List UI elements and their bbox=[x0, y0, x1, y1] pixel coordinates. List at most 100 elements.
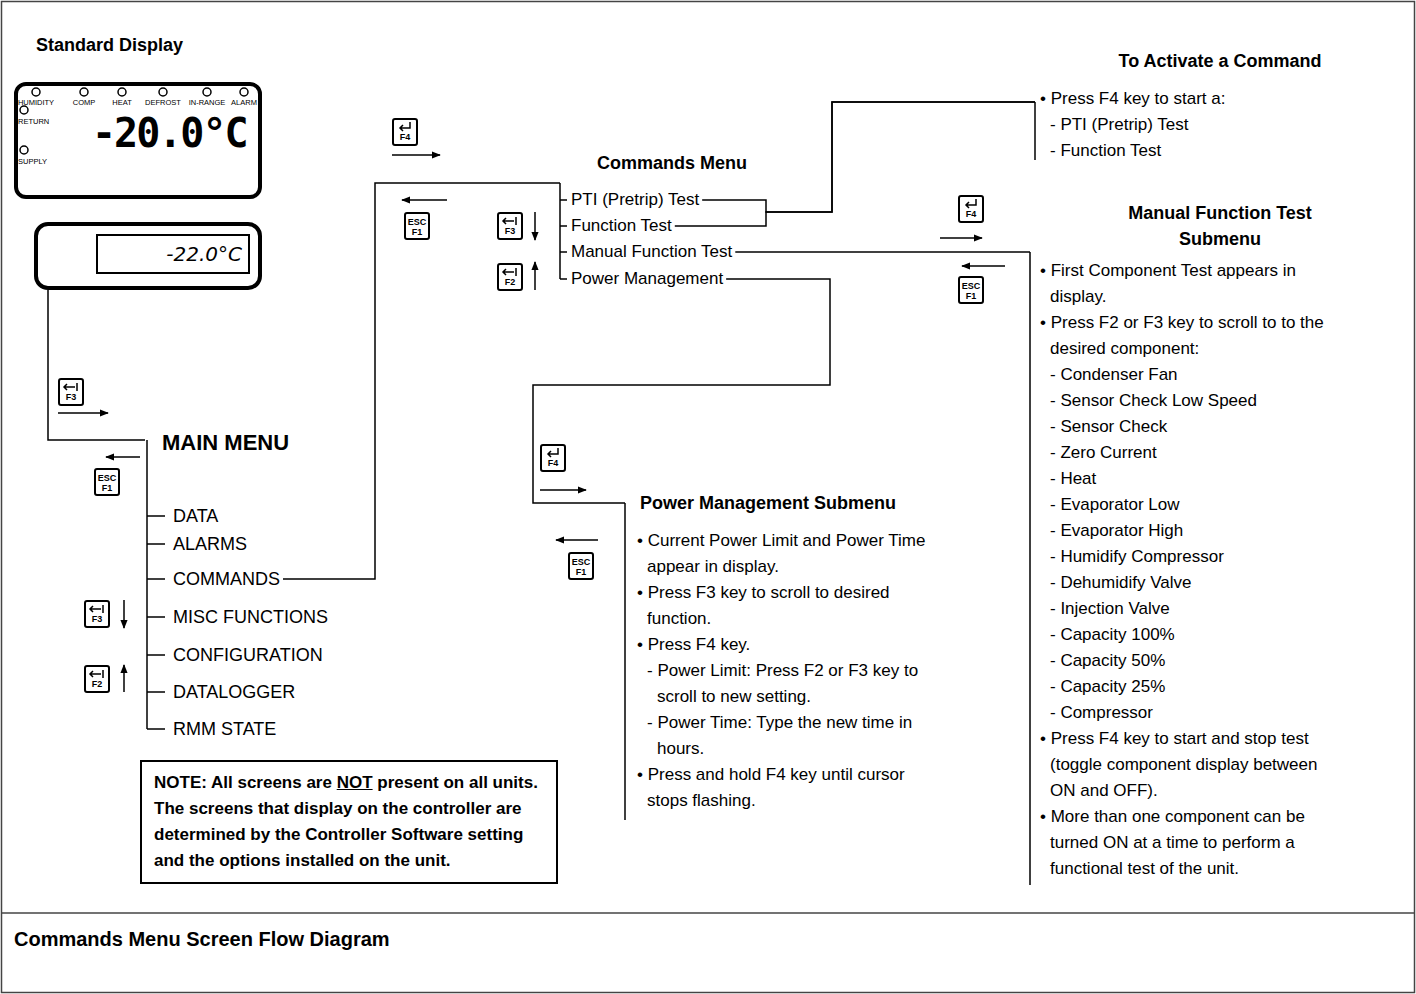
key-label: F4 bbox=[542, 458, 564, 468]
nav-arrow bbox=[962, 265, 1005, 267]
key-glyph bbox=[60, 381, 82, 392]
led-label: HEAT bbox=[112, 98, 131, 107]
nav-arrow bbox=[540, 489, 586, 491]
menu-tick bbox=[147, 578, 165, 580]
menu-heading: MAIN MENU bbox=[162, 430, 289, 456]
panel-heading: Power Management Submenu bbox=[640, 490, 950, 516]
key-glyph-path bbox=[400, 122, 410, 131]
sub-item: - Sensor Check bbox=[1040, 414, 1340, 440]
led-indicator bbox=[80, 88, 88, 96]
led-indicator bbox=[118, 88, 126, 96]
key-glyph bbox=[542, 447, 564, 458]
sub-item: - Capacity 50% bbox=[1040, 648, 1340, 674]
menu-item: PTI (Pretrip) Test bbox=[568, 189, 702, 211]
key-cap: ESC F1 bbox=[94, 468, 120, 496]
note-text: NOTE: All screens are bbox=[154, 773, 332, 792]
key-glyph-path bbox=[90, 605, 103, 613]
led-label: SUPPLY bbox=[18, 157, 47, 166]
key-label: F4 bbox=[394, 132, 416, 142]
key-glyph bbox=[499, 266, 521, 277]
led-label: RETURN bbox=[18, 117, 49, 126]
menu-item: DATA bbox=[170, 505, 221, 527]
menu-item-label: DATALOGGER bbox=[173, 681, 295, 703]
menu-item-label: RMM STATE bbox=[173, 718, 276, 740]
bullet-item: • Press F3 key to scroll to desired func… bbox=[637, 580, 937, 632]
nav-arrow bbox=[556, 539, 598, 541]
menu-tick bbox=[147, 543, 165, 545]
menu-heading: Commands Menu bbox=[597, 150, 747, 176]
panel-rule bbox=[624, 503, 626, 820]
bullet-item: • Current Power Limit and Power Time app… bbox=[637, 528, 937, 580]
menu-item-label: MISC FUNCTIONS bbox=[173, 606, 328, 628]
sub-item: - Humidify Compressor bbox=[1040, 544, 1340, 570]
menu-tree bbox=[146, 440, 148, 729]
connector bbox=[702, 102, 1035, 212]
sub-item: - Dehumidify Valve bbox=[1040, 570, 1340, 596]
menu-tick bbox=[147, 616, 165, 618]
menu-tick bbox=[147, 654, 165, 656]
menu-item-label: DATA bbox=[173, 505, 218, 527]
nav-arrow bbox=[940, 237, 982, 239]
key-cap: F2 bbox=[84, 665, 110, 693]
menu-tick bbox=[147, 728, 165, 730]
nav-arrow bbox=[534, 262, 536, 290]
sub-item: - Zero Current bbox=[1040, 440, 1340, 466]
instruction-panel: Power Management Submenu • Current Power … bbox=[625, 490, 955, 814]
led-label: COMP bbox=[73, 98, 96, 107]
bullet-item: • More than one component can be turned … bbox=[1040, 804, 1340, 882]
instruction-panel: To Activate a Command• Press F4 key to s… bbox=[1035, 48, 1405, 164]
lcd-readout: -22.0°C bbox=[98, 236, 242, 272]
sub-item: - Injection Valve bbox=[1040, 596, 1340, 622]
bullet-item: • Press and hold F4 key until cursor sto… bbox=[637, 762, 937, 814]
menu-item-label: ALARMS bbox=[173, 533, 247, 555]
key-label: ESC F1 bbox=[406, 214, 428, 237]
menu-item: ALARMS bbox=[170, 533, 250, 555]
key-glyph bbox=[86, 603, 108, 614]
nav-arrow bbox=[58, 412, 108, 414]
menu-item-label: CONFIGURATION bbox=[173, 644, 323, 666]
key-cap: ESC F1 bbox=[568, 552, 594, 580]
led-label: IN-RANGE bbox=[189, 98, 226, 107]
sub-item: - Power Limit: Press F2 or F3 key to scr… bbox=[637, 658, 937, 710]
bullet-item: • Press F4 key to start a: bbox=[1040, 86, 1370, 112]
connector bbox=[533, 279, 830, 503]
sub-item: - Condenser Fan bbox=[1040, 362, 1340, 388]
display-heading: Standard Display bbox=[36, 34, 183, 56]
nav-arrow bbox=[402, 199, 447, 201]
menu-item-label: Function Test bbox=[571, 215, 672, 237]
menu-item: Power Management bbox=[568, 268, 726, 290]
key-cap: F4 bbox=[540, 444, 566, 472]
key-label: F3 bbox=[60, 392, 82, 402]
menu-item-label: Manual Function Test bbox=[571, 241, 732, 263]
key-label: F2 bbox=[499, 277, 521, 287]
nav-arrow bbox=[123, 665, 125, 692]
sub-item: - Power Time: Type the new time in hours… bbox=[637, 710, 937, 762]
menu-item-label: PTI (Pretrip) Test bbox=[571, 189, 699, 211]
menu-tick bbox=[560, 278, 567, 280]
key-glyph-path bbox=[64, 383, 77, 391]
led-indicator bbox=[240, 88, 248, 96]
panel-heading: Manual Function Test Submenu bbox=[1110, 200, 1330, 252]
sub-item: - Evaporator High bbox=[1040, 518, 1340, 544]
display-readout: -20.0°C bbox=[92, 110, 247, 156]
instruction-panel: Manual Function Test Submenu• First Comp… bbox=[1030, 200, 1410, 882]
note-box: NOTE: All screens areNOTpresent on all u… bbox=[140, 760, 558, 884]
menu-tick bbox=[560, 225, 567, 227]
sub-item: - Evaporator Low bbox=[1040, 492, 1340, 518]
key-label: F4 bbox=[960, 209, 982, 219]
bullet-item: • Press F4 key to start and stop test (t… bbox=[1040, 726, 1340, 804]
display-unit: Standard DisplayHUMIDITYCOMPHEATDEFROSTI… bbox=[14, 30, 262, 202]
key-glyph bbox=[394, 121, 416, 132]
key-cap: F3 bbox=[58, 378, 84, 406]
key-label: F2 bbox=[86, 679, 108, 689]
led-label: ALARM bbox=[231, 98, 257, 107]
menu-item: DATALOGGER bbox=[170, 681, 298, 703]
key-glyph-path bbox=[966, 199, 976, 208]
sub-item: - Capacity 100% bbox=[1040, 622, 1340, 648]
panel-rule bbox=[1029, 252, 1031, 885]
led-indicator bbox=[20, 106, 28, 114]
nav-arrow bbox=[534, 212, 536, 240]
key-label: ESC F1 bbox=[570, 554, 592, 577]
